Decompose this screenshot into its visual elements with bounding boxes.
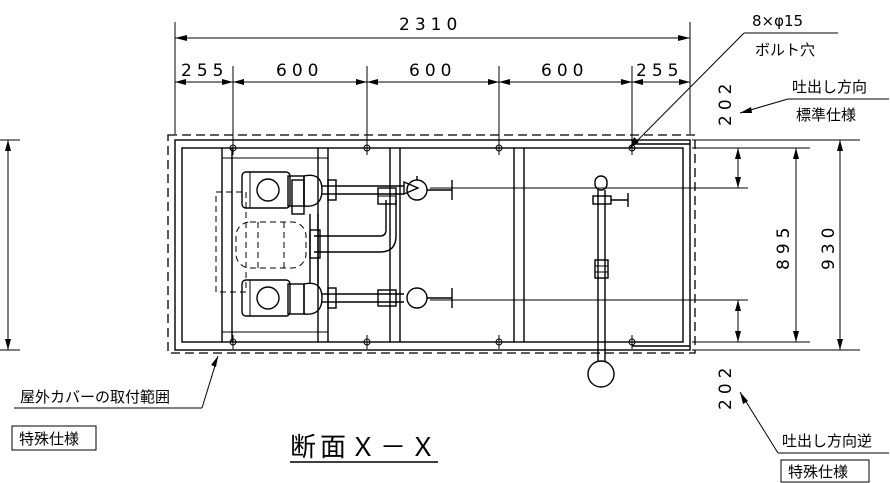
- outdoor-cover-outline: [167, 134, 696, 354]
- cover-range-label: 屋外カバーの取付範囲: [20, 388, 170, 406]
- piping-top: [338, 176, 453, 205]
- section-title: 断面Ｘ－Ｘ: [290, 433, 440, 463]
- discharge-pipe-ends: [632, 143, 690, 347]
- left-dimension-line: [0, 139, 20, 351]
- dim-span-left: 255: [181, 61, 228, 81]
- dim-outer-height: 930: [819, 223, 839, 270]
- dim-span-3: 600: [541, 61, 588, 81]
- discharge-direction-label: 吐出し方向: [792, 78, 867, 96]
- top-dimension-lines: [174, 22, 691, 146]
- pump-unit-bottom: [241, 279, 338, 317]
- bolt-holes: [226, 141, 639, 349]
- bolt-leader-line: [629, 32, 745, 149]
- dim-offset-top: 202: [716, 79, 736, 126]
- base-frame-outer: [174, 139, 691, 351]
- dim-span-2: 600: [409, 61, 456, 81]
- special-spec-box-left: [11, 425, 97, 451]
- discharge-reverse-label: 吐出し方向逆: [782, 432, 872, 450]
- reverse-leader-line: [739, 391, 779, 454]
- header-pipe: [587, 175, 629, 388]
- dim-overall-width: 2310: [399, 15, 462, 35]
- special-spec-label-right: 特殊仕様: [788, 463, 848, 481]
- hidden-tank: [215, 191, 307, 293]
- special-spec-box-right: [780, 459, 870, 483]
- dim-span-1: 600: [276, 61, 323, 81]
- pump-unit-top: [241, 171, 338, 215]
- piping-bottom: [338, 287, 453, 309]
- right-dimension-lines: [430, 139, 860, 351]
- dim-inner-height: 895: [774, 223, 794, 270]
- suction-pipe: [309, 200, 397, 284]
- base-frame-inner: [181, 147, 684, 343]
- standard-spec-label: 標準仕様: [796, 106, 856, 124]
- special-spec-label-left: 特殊仕様: [19, 430, 79, 448]
- dim-span-right: 255: [636, 61, 683, 81]
- bolt-spec-label: 8×φ15: [752, 12, 803, 30]
- bolt-hole-label: ボルト穴: [755, 41, 815, 59]
- dim-offset-bottom: 202: [716, 363, 736, 410]
- frame-cross-members: [221, 148, 525, 342]
